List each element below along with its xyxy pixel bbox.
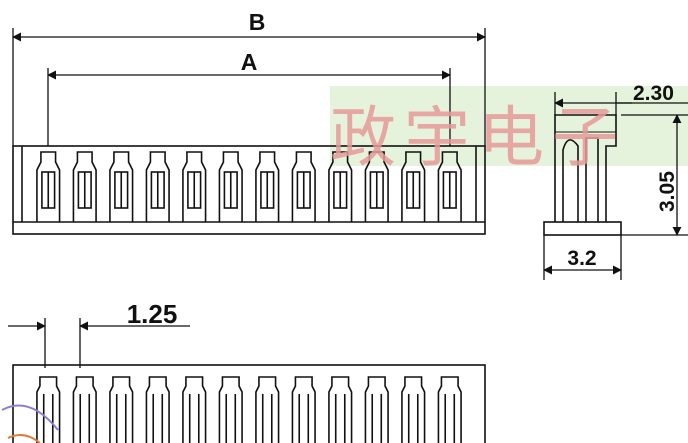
dimension-depth-label: 2.30 [633,82,674,105]
front-housing [12,145,486,235]
front-pin-cavity [145,151,170,222]
top-pin-cavity [109,376,134,443]
front-pin-cavity [182,151,207,222]
top-housing [12,364,486,443]
top-view [12,364,486,443]
dimension-depth [554,92,688,115]
top-pin-cavity [328,376,353,443]
top-pin-cavity [72,376,97,443]
front-pin-cavity [218,151,243,222]
dimension-a-label: A [241,49,258,75]
top-pin-cavity [291,376,316,443]
top-pin-cavity [437,376,462,443]
top-pin-cavity [36,376,61,443]
front-pin-cavity [72,151,97,222]
side-view [543,114,622,236]
dimension-height-label: 3.05 [656,171,679,212]
front-view [12,145,486,235]
dimension-b [12,28,486,146]
top-pin-cavity [401,376,426,443]
dimension-a [47,68,451,146]
dimension-b-label: B [249,9,266,35]
stamp-arc [1,404,59,431]
dimension-width [543,235,622,280]
front-pin-cavity [401,151,426,222]
top-pin-cavity [218,376,243,443]
front-pin-cavity [255,151,280,222]
dimension-pitch-label: 1.25 [127,299,178,329]
top-pin-cavity [182,376,207,443]
top-pin-cavity [364,376,389,443]
front-pin-cavity [328,151,353,222]
side-body [554,114,617,222]
front-pin-cavity [437,151,462,222]
watermark-text: 政宇电子 [330,99,626,176]
front-pin-cavity [36,151,61,222]
dimension-width-label: 3.2 [567,247,596,270]
dimension-pitch [8,318,190,368]
front-pin-cavity [109,151,134,222]
side-base [543,221,622,236]
front-pin-cavity [291,151,316,222]
top-pin-cavity [255,376,280,443]
front-pin-cavity [364,151,389,222]
top-pin-cavity [145,376,170,443]
stamp-arc-inner [7,433,41,443]
dimension-height [621,114,688,236]
watermark-band [330,86,688,166]
